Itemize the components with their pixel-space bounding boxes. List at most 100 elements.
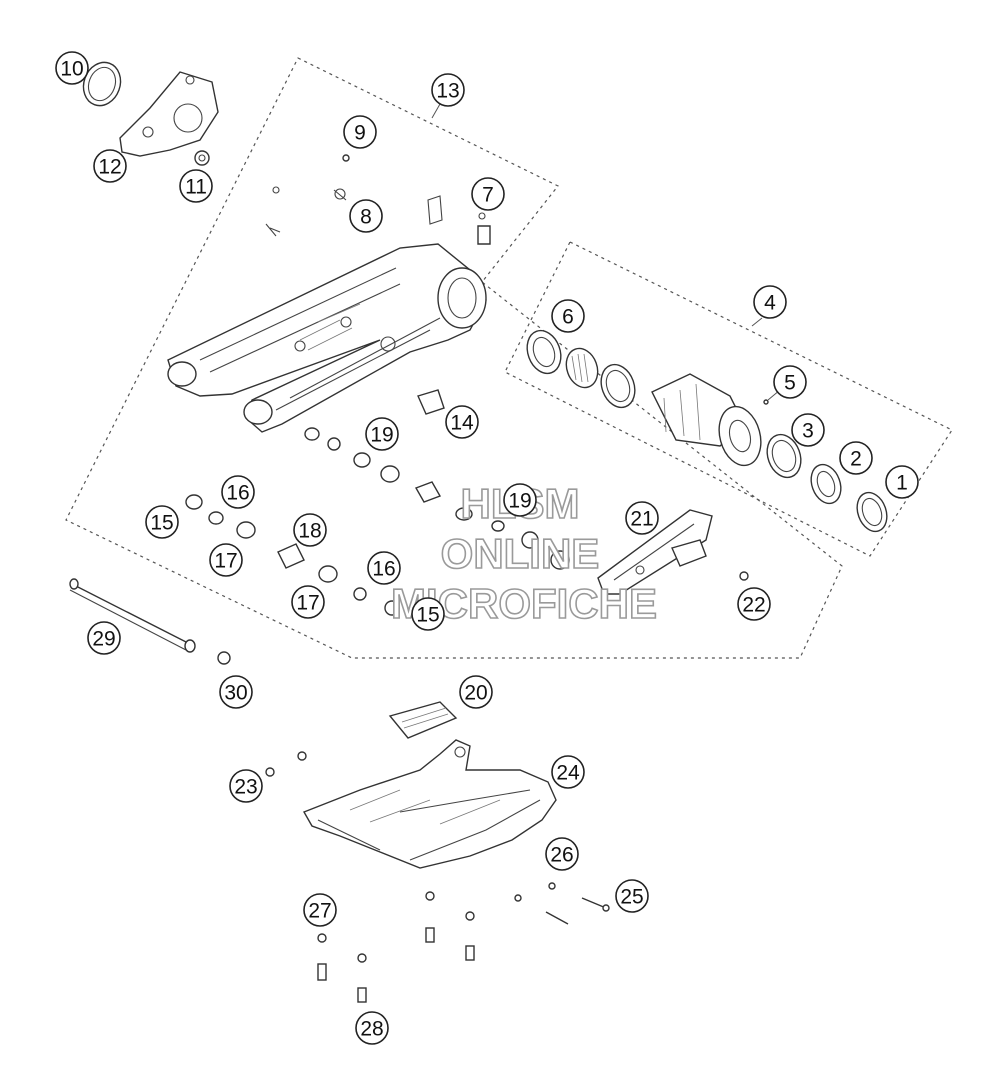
callout-circle: [551, 299, 585, 333]
callout-circle: [445, 405, 479, 439]
callout-circle: [145, 505, 179, 539]
callout-15: 15: [411, 597, 445, 631]
callout-circle: [545, 837, 579, 871]
leader-13: [431, 103, 441, 119]
callout-6: 6: [551, 299, 585, 333]
washer-part-26: [548, 882, 556, 890]
leader-4: [751, 317, 763, 327]
callout-circle: [355, 1011, 389, 1045]
bolt-part-8: [333, 188, 347, 201]
pivot-bushings-parts: [185, 427, 570, 616]
swingarm-part: [167, 243, 487, 433]
callout-number: 15: [150, 512, 173, 535]
callout-number: 6: [562, 306, 574, 329]
callout-1: 1: [885, 465, 919, 499]
bolt-part-25: [581, 897, 610, 912]
callout-circle: [179, 169, 213, 203]
callout-circle: [411, 597, 445, 631]
callout-circle: [773, 365, 807, 399]
callout-circle: [219, 675, 253, 709]
callout-number: 19: [370, 424, 393, 447]
callout-19: 19: [365, 417, 399, 451]
bearing-group-parts: [526, 329, 888, 533]
callout-14: 14: [445, 405, 479, 439]
callout-number: 15: [416, 604, 439, 627]
callout-26: 26: [545, 837, 579, 871]
callout-19: 19: [503, 483, 537, 517]
fasteners-part-27: [317, 891, 475, 1003]
callout-17: 17: [209, 543, 243, 577]
plate-part: [417, 389, 445, 415]
callout-15: 15: [145, 505, 179, 539]
callout-circle: [87, 621, 121, 655]
callout-30: 30: [219, 675, 253, 709]
callout-number: 20: [464, 682, 487, 705]
callout-number: 7: [482, 184, 494, 207]
callout-number: 4: [764, 292, 776, 315]
callout-circle: [753, 285, 787, 319]
callout-number: 25: [620, 886, 643, 909]
callout-circle: [625, 501, 659, 535]
callout-4: 4: [753, 285, 787, 319]
callout-number: 29: [92, 628, 115, 651]
callout-number: 9: [354, 122, 366, 145]
callout-5: 5: [773, 365, 807, 399]
callout-16: 16: [367, 551, 401, 585]
callout-number: 17: [214, 550, 237, 573]
bearing-group-frame: [504, 241, 953, 557]
callout-number: 12: [98, 156, 121, 179]
callout-number: 11: [185, 176, 207, 199]
callout-circle: [503, 483, 537, 517]
callout-number: 26: [550, 844, 573, 867]
callout-circle: [293, 513, 327, 547]
callout-number: 24: [556, 762, 580, 785]
callout-3: 3: [791, 413, 825, 447]
callout-7: 7: [471, 177, 505, 211]
skid-plate-part: [302, 739, 557, 869]
callout-number: 21: [630, 508, 653, 531]
callout-21: 21: [625, 501, 659, 535]
callout-24: 24: [551, 755, 585, 789]
callout-circle: [343, 115, 377, 149]
callout-number: 8: [360, 206, 372, 229]
callout-number: 13: [436, 80, 459, 103]
callout-12: 12: [93, 149, 127, 183]
callout-28: 28: [355, 1011, 389, 1045]
callout-number: 3: [802, 420, 814, 443]
callout-circle: [365, 417, 399, 451]
callout-16: 16: [221, 475, 255, 509]
pad-part: [388, 701, 458, 739]
pivot-axle-part: [69, 578, 196, 653]
callout-number: 28: [360, 1018, 383, 1041]
callout-number: 17: [296, 592, 319, 615]
callout-number: 18: [298, 520, 321, 543]
callout-circle: [737, 587, 771, 621]
callout-number: 1: [896, 472, 908, 495]
callout-23: 23: [229, 769, 263, 803]
callout-number: 16: [372, 558, 395, 581]
bolt-part-7: [477, 212, 491, 245]
callout-number: 19: [508, 490, 531, 513]
bolt-part-23: [265, 767, 275, 777]
callout-circle: [55, 51, 89, 85]
callout-circle: [229, 769, 263, 803]
callout-number: 23: [234, 776, 257, 799]
callout-10: 10: [55, 51, 89, 85]
bracket-plate-part: [119, 71, 219, 157]
callout-20: 20: [459, 675, 493, 709]
callout-circle: [349, 199, 383, 233]
callout-13: 13: [431, 73, 465, 107]
callout-circle: [303, 893, 337, 927]
washer-part: [342, 154, 350, 162]
callout-17: 17: [291, 585, 325, 619]
callout-number: 22: [742, 594, 765, 617]
axle-nut-part: [217, 651, 231, 665]
callout-9: 9: [343, 115, 377, 149]
callout-number: 27: [308, 900, 331, 923]
callout-circle: [471, 177, 505, 211]
callout-circle: [791, 413, 825, 447]
nut-part: [194, 150, 210, 166]
callout-number: 2: [850, 448, 862, 471]
callout-11: 11: [179, 169, 213, 203]
